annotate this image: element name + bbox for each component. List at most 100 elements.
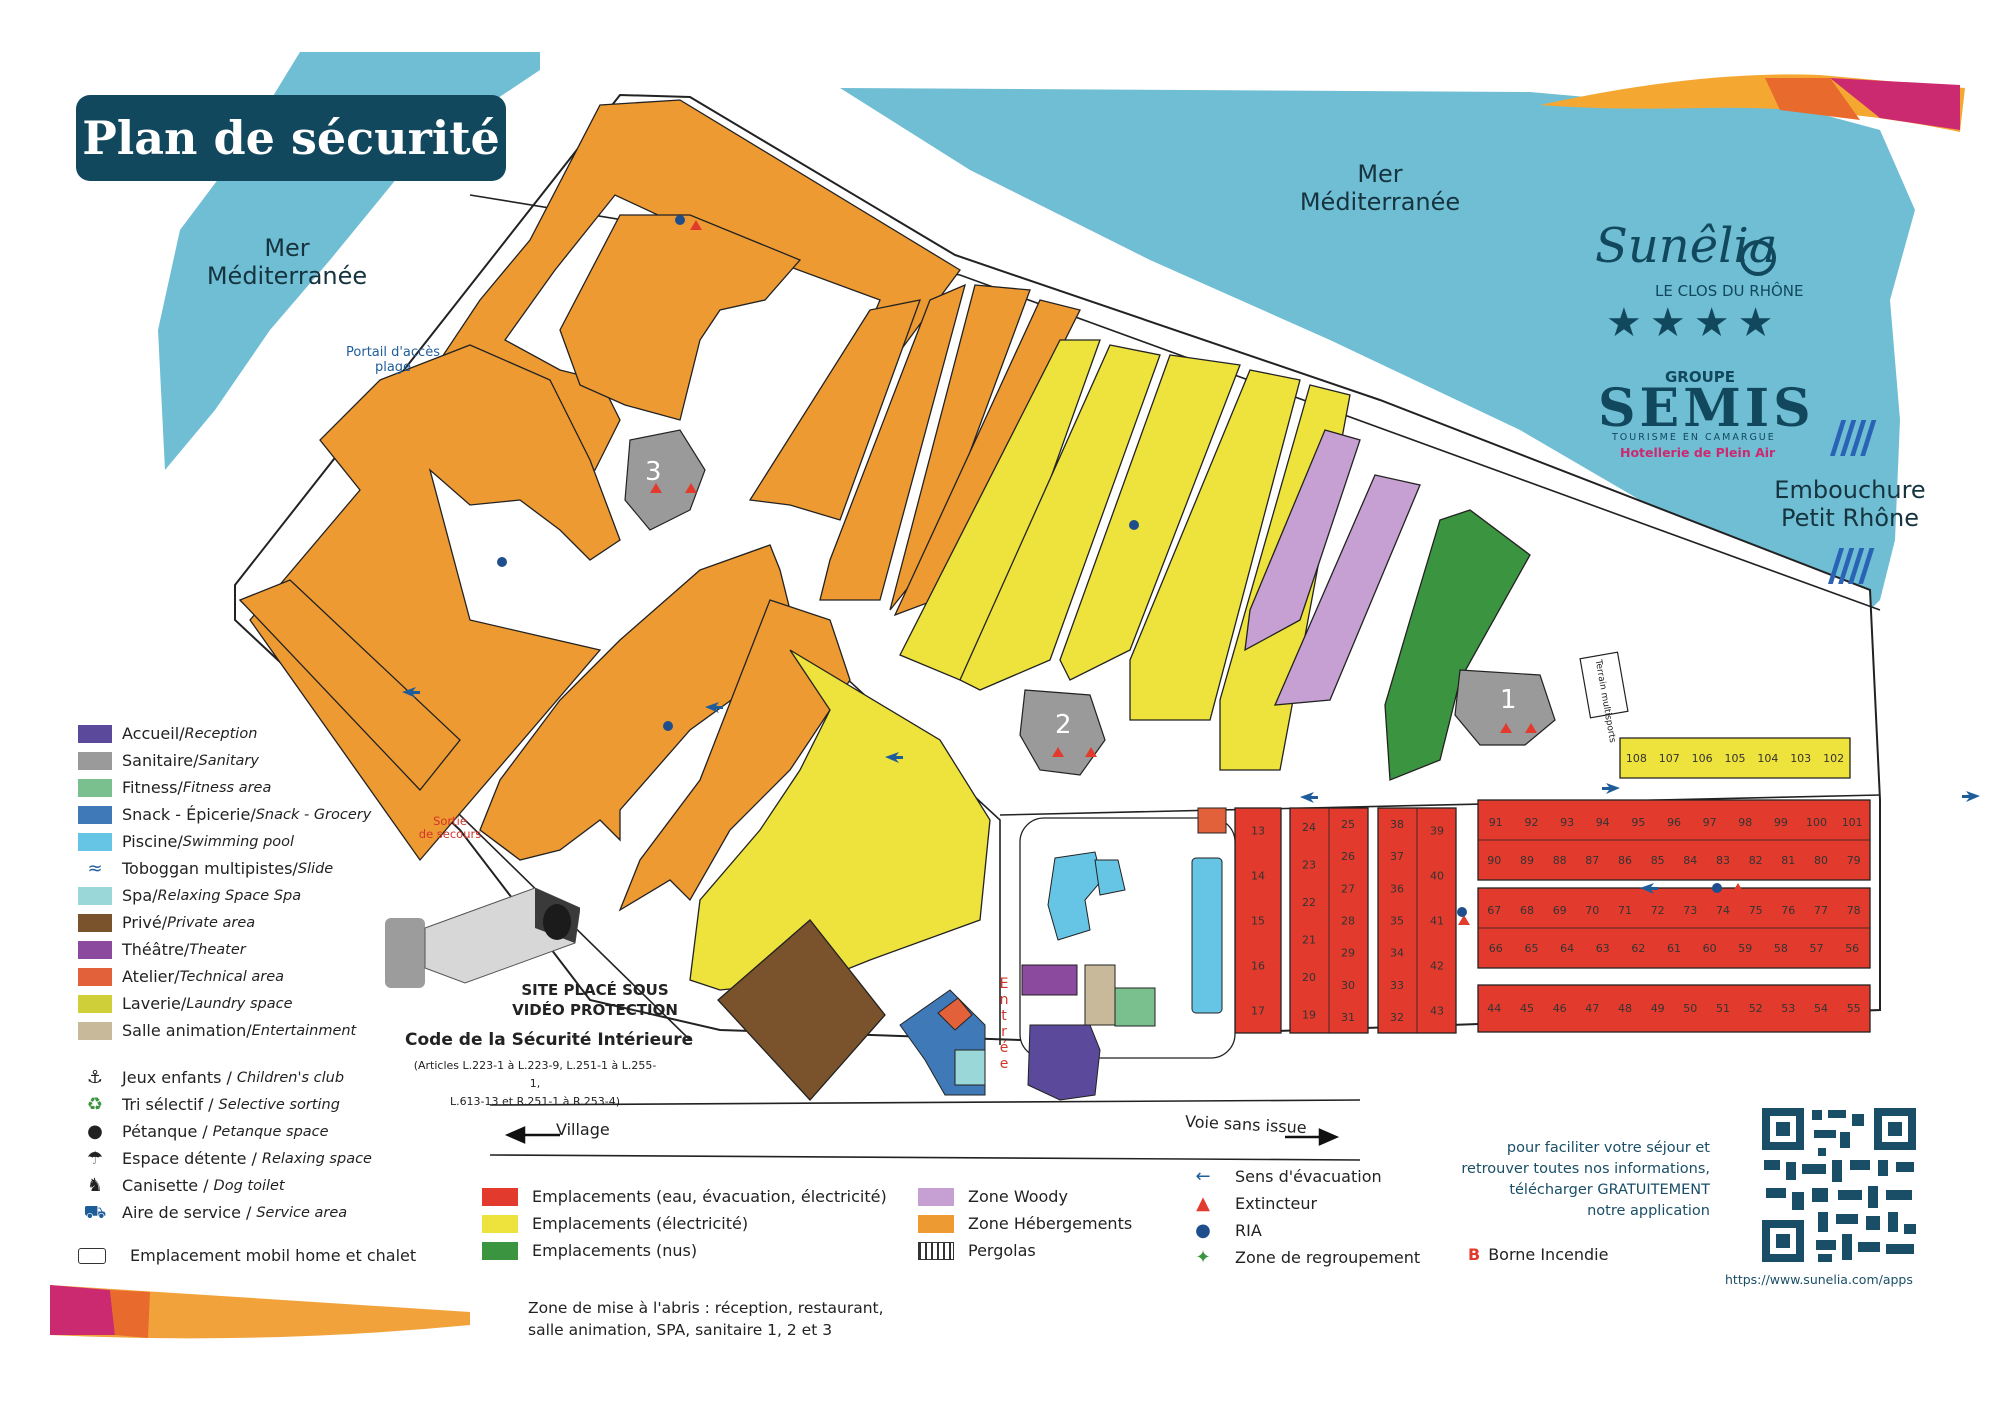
triangle-icon: ▲ bbox=[1196, 1193, 1210, 1214]
zone-legend-fr: Spa bbox=[122, 886, 153, 905]
pitch-number: 24 bbox=[1302, 821, 1316, 834]
zone-legend-separator: / bbox=[183, 940, 190, 959]
pitch-number: 64 bbox=[1560, 942, 1574, 955]
waves-icon-2: //// bbox=[1828, 540, 1874, 591]
pitch-number: 102 bbox=[1823, 752, 1844, 765]
shelter-note: Zone de mise à l'abris : réception, rest… bbox=[528, 1297, 884, 1341]
zone-legend-separator: / bbox=[177, 832, 183, 851]
pitch-number: 37 bbox=[1390, 850, 1404, 863]
fire-hydrant-legend: B Borne Incendie bbox=[1468, 1245, 1608, 1264]
legend-label: Emplacements (électricité) bbox=[532, 1214, 749, 1233]
zone-legend-en: Relaxing Space Spa bbox=[157, 887, 302, 904]
pitch-type-legend: Emplacements (eau, évacuation, électrici… bbox=[482, 1183, 887, 1264]
orange-far-west bbox=[238, 579, 461, 791]
pitch-number: 39 bbox=[1430, 825, 1444, 838]
pitch-number: 47 bbox=[1585, 1002, 1599, 1015]
pitch-number: 76 bbox=[1781, 904, 1795, 917]
pitch-number: 57 bbox=[1810, 942, 1824, 955]
pitch-number: 93 bbox=[1560, 816, 1574, 829]
atelier bbox=[1197, 807, 1227, 834]
legend-row: ←Sens d'évacuation bbox=[1185, 1163, 1420, 1190]
pitch-number: 99 bbox=[1774, 816, 1788, 829]
spa-building bbox=[954, 1049, 986, 1086]
zone-legend-row: ≈Toboggan multipistes / Slide bbox=[78, 855, 371, 882]
code-articles-2: L.613-13 et R.251-1 à R.253-4) bbox=[449, 1095, 621, 1108]
safety-legend: ←Sens d'évacuation▲Extincteur●RIA✦Zone d… bbox=[1185, 1163, 1420, 1271]
zone-legend-row: Piscine / Swimming pool bbox=[78, 828, 371, 855]
yellow-row-right bbox=[1619, 737, 1851, 779]
pitch-number: 54 bbox=[1814, 1002, 1828, 1015]
zone-legend-en: Snack - Grocery bbox=[255, 806, 372, 823]
zone-legend-row: Accueil/Reception bbox=[78, 720, 371, 747]
pitch-number: 16 bbox=[1251, 960, 1265, 973]
app-promo-4: notre application bbox=[1587, 1203, 1710, 1219]
icon-legend-fr: Tri sélectif bbox=[122, 1095, 204, 1114]
pitch-number: 49 bbox=[1651, 1002, 1665, 1015]
legend-label: Extincteur bbox=[1235, 1194, 1318, 1213]
legend-label: Zone Hébergements bbox=[968, 1214, 1133, 1233]
legend-label: Zone Woody bbox=[968, 1187, 1068, 1206]
pitch-number: 42 bbox=[1430, 960, 1444, 973]
orange-inner-loop bbox=[559, 214, 802, 421]
pitch-number: 58 bbox=[1774, 942, 1788, 955]
legend-label: Emplacements (nus) bbox=[532, 1241, 698, 1260]
icon-legend-row: ●Pétanque/Petanque space bbox=[78, 1118, 372, 1145]
legend-label: Sens d'évacuation bbox=[1235, 1167, 1382, 1186]
pitch-number: 94 bbox=[1596, 816, 1610, 829]
icon-legend-row: ♞Canisette/Dog toilet bbox=[78, 1172, 372, 1199]
pitch-number: 23 bbox=[1302, 858, 1316, 871]
legend-row: Emplacements (électricité) bbox=[482, 1210, 887, 1237]
private-area bbox=[717, 919, 886, 1101]
sanitary-block-3 bbox=[624, 429, 706, 531]
pitch-number: 20 bbox=[1302, 971, 1316, 984]
color-swatch bbox=[78, 967, 112, 986]
pitch-number: 85 bbox=[1651, 854, 1665, 867]
cctv-notice-2: VIDÉO PROTECTION bbox=[512, 1001, 678, 1019]
color-swatch bbox=[78, 913, 112, 932]
color-swatch bbox=[78, 805, 112, 824]
icon-legend-separator: / bbox=[208, 1095, 214, 1114]
red-row-5 bbox=[1477, 984, 1871, 1033]
color-swatch bbox=[78, 1021, 112, 1040]
icon-legend-fr: Aire de service bbox=[122, 1203, 241, 1222]
pitch-number: 87 bbox=[1585, 854, 1599, 867]
color-swatch bbox=[482, 1214, 518, 1233]
pitch-number: 29 bbox=[1341, 947, 1355, 960]
zone-legend-separator: / bbox=[161, 913, 168, 932]
code-title: Code de la Sécurité Intérieure bbox=[405, 1030, 694, 1050]
pitch-number: 71 bbox=[1618, 904, 1632, 917]
brand-subtitle: LE CLOS DU RHÔNE bbox=[1655, 282, 1804, 300]
pitch-number: 51 bbox=[1716, 1002, 1730, 1015]
qr-code[interactable] bbox=[1758, 1104, 1920, 1266]
pitch-number: 90 bbox=[1487, 854, 1501, 867]
color-swatch bbox=[78, 832, 112, 851]
icon-legend-en: Selective sorting bbox=[218, 1096, 340, 1113]
zone-legend-row: Fitness / Fitness area bbox=[78, 774, 371, 801]
pitch-number: 82 bbox=[1749, 854, 1763, 867]
pitch-number: 50 bbox=[1683, 1002, 1697, 1015]
zone-legend-en: Slide bbox=[297, 860, 334, 877]
sea-label-top-1: Mer bbox=[1357, 160, 1403, 188]
semis-tagline-2: Hotellerie de Plein Air bbox=[1620, 445, 1776, 460]
pitch-number: 108 bbox=[1626, 752, 1647, 765]
sanitary-1-label: 1 bbox=[1500, 685, 1517, 715]
zone-legend-fr: Salle animation bbox=[122, 1021, 247, 1040]
sea-label-top-2: Méditerranée bbox=[1299, 188, 1461, 216]
pitch-number: 66 bbox=[1489, 942, 1503, 955]
code-articles: (Articles L.223-1 à L.223-9, L.251-1 à L… bbox=[410, 1057, 660, 1111]
sea-top bbox=[840, 88, 1915, 620]
pitch-number: 32 bbox=[1390, 1011, 1404, 1024]
zone-legend-row: Théâtre / Theater bbox=[78, 936, 371, 963]
sea-label-top: Mer Méditerranée bbox=[1260, 160, 1500, 216]
icon-legend-separator: / bbox=[226, 1068, 232, 1087]
sea-label-right: Embouchure Petit Rhône bbox=[1770, 476, 1930, 532]
zone-legend-row: Atelier / Technical area bbox=[78, 963, 371, 990]
entrance-label: Entrée bbox=[996, 976, 1012, 1072]
app-promo-3: télécharger GRATUITEMENT bbox=[1509, 1182, 1710, 1198]
pitch-number: 81 bbox=[1781, 854, 1795, 867]
icon-legend-fr: Canisette bbox=[122, 1176, 199, 1195]
pitch-number: 88 bbox=[1553, 854, 1567, 867]
app-url[interactable]: https://www.sunelia.com/apps bbox=[1725, 1272, 1913, 1287]
pitch-number: 70 bbox=[1585, 904, 1599, 917]
sea-label-right-2: Petit Rhône bbox=[1780, 504, 1920, 532]
